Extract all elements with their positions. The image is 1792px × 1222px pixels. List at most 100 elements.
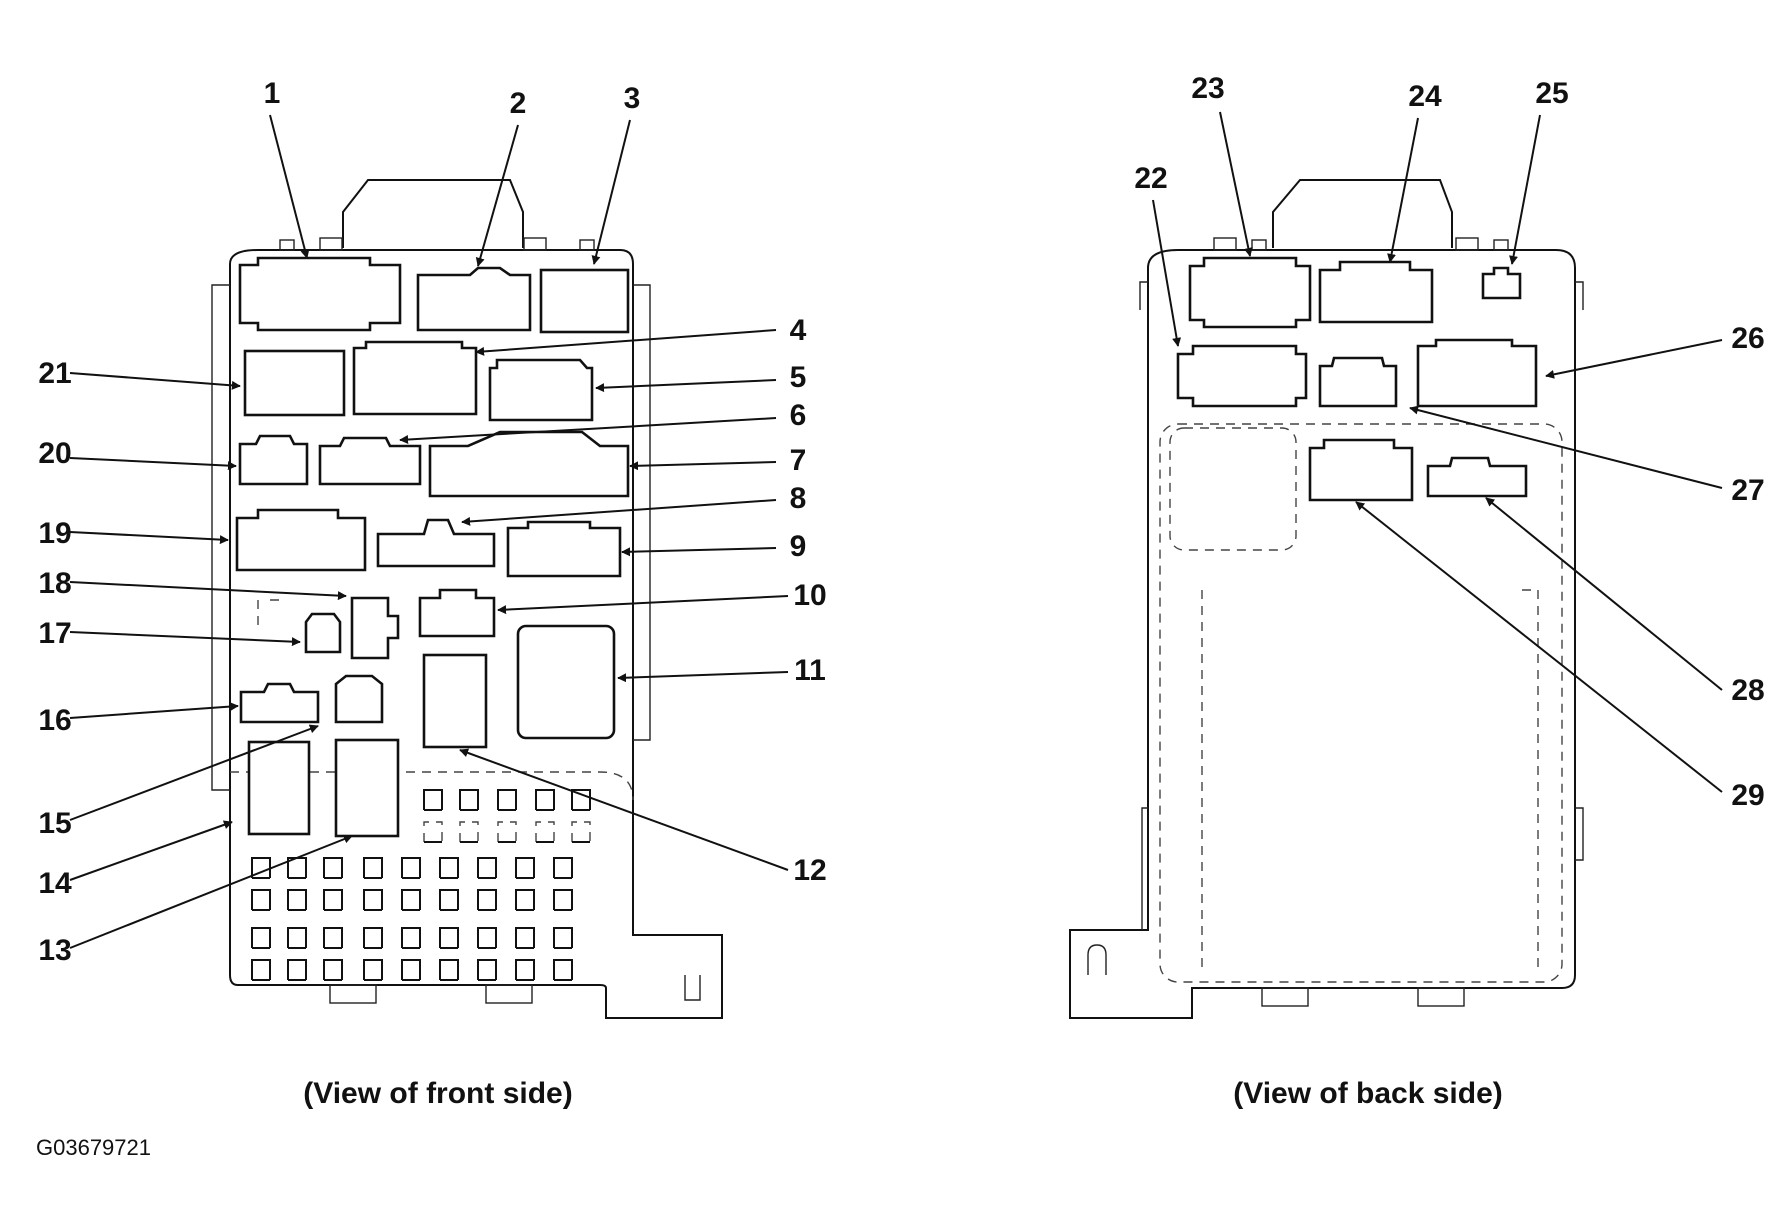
leader-arrow	[621, 547, 777, 557]
callout-16: 16	[38, 704, 71, 737]
back-bottom-clip	[1417, 987, 1465, 1007]
connector-15	[334, 674, 384, 724]
fuse-slot	[477, 857, 497, 878]
connector-18	[350, 596, 400, 660]
back-bottom-clip	[1261, 987, 1309, 1007]
front-left-rail	[211, 284, 230, 791]
relay-14	[247, 740, 311, 836]
leader-arrow	[269, 114, 310, 259]
front-top-notch	[319, 237, 343, 251]
front-bottom-clip	[329, 984, 377, 1004]
front-right-rail	[633, 284, 651, 741]
connector-1	[238, 256, 402, 332]
connector-16	[239, 682, 320, 724]
leader-arrow	[69, 702, 239, 719]
back-right-lower-rail	[1575, 807, 1584, 861]
callout-25: 25	[1535, 77, 1568, 110]
callout-21: 21	[38, 357, 71, 390]
back-view-caption: (View of back side)	[1233, 1077, 1503, 1110]
connector-6	[318, 436, 422, 486]
callout-1: 1	[264, 77, 281, 110]
fuse-slot	[439, 889, 459, 910]
fuse-slot	[363, 889, 383, 910]
leader-arrow	[69, 834, 353, 949]
fuse-slot	[459, 789, 479, 810]
back-inner-panel	[1159, 423, 1563, 983]
relay-13	[334, 738, 400, 838]
leader-arrow	[459, 748, 789, 871]
back-inner-guide	[1201, 589, 1539, 970]
fuse-slot	[323, 927, 343, 948]
back-left-lower-rail	[1141, 807, 1148, 930]
connector-21	[243, 349, 346, 417]
front-fuse-grid	[251, 789, 591, 981]
fuse-slot	[459, 821, 479, 842]
callout-17: 17	[38, 617, 71, 650]
connector-10	[418, 588, 496, 638]
leader-arrow	[69, 631, 301, 647]
callout-8: 8	[790, 482, 807, 515]
fuse-slot	[515, 927, 535, 948]
leader-arrow	[475, 124, 519, 267]
leader-arrow	[595, 379, 777, 393]
back-top-notch	[1493, 239, 1509, 251]
connector-22	[1176, 344, 1308, 408]
fuse-slot	[553, 959, 573, 980]
front-bracket-slot	[684, 975, 701, 1001]
back-top-notch	[1251, 239, 1267, 251]
fuse-slot	[553, 889, 573, 910]
fuse-slot	[401, 927, 421, 948]
callout-19: 19	[38, 517, 71, 550]
leader-arrow	[69, 581, 347, 601]
leader-arrow	[69, 724, 319, 821]
leader-lines	[69, 111, 1723, 949]
callout-4: 4	[790, 314, 807, 347]
connector-19	[235, 508, 367, 572]
fuse-slot	[401, 857, 421, 878]
callout-2: 2	[510, 87, 527, 120]
fuse-slot	[287, 889, 307, 910]
leader-arrow	[1409, 405, 1723, 489]
callout-15: 15	[38, 807, 71, 840]
leader-arrow	[69, 372, 241, 390]
leader-arrow	[1485, 497, 1723, 691]
callout-labels: 1 2 3 4 5 6 7 8 9 10 11 12 13 14 15 16 1…	[38, 72, 1764, 967]
front-top-notch	[579, 239, 595, 251]
fuse-slot	[515, 857, 535, 878]
leader-arrow	[399, 417, 777, 445]
front-side-view	[211, 179, 723, 1019]
callout-9: 9	[790, 530, 807, 563]
front-top-notch	[523, 237, 547, 251]
connector-25	[1481, 266, 1522, 300]
fuse-slot	[363, 927, 383, 948]
front-view-caption: (View of front side)	[303, 1077, 572, 1110]
back-inner-pocket	[1169, 427, 1297, 551]
connector-20	[238, 434, 309, 486]
fuse-slot	[401, 959, 421, 980]
relay-11	[516, 624, 616, 740]
leader-arrow	[69, 820, 233, 881]
leader-arrow	[1387, 117, 1419, 263]
callout-22: 22	[1134, 162, 1167, 195]
fuse-slot	[251, 927, 271, 948]
connector-2	[416, 266, 532, 332]
fuse-slot	[363, 959, 383, 980]
back-bracket-slot	[1087, 944, 1107, 975]
callout-20: 20	[38, 437, 71, 470]
fuse-slot	[477, 959, 497, 980]
fuse-slot	[571, 821, 591, 842]
leader-arrow	[1219, 111, 1253, 257]
fuse-slot	[553, 857, 573, 878]
back-side-view	[1069, 179, 1584, 1019]
front-housing-outline	[229, 249, 723, 1019]
connector-4	[352, 340, 478, 416]
back-top-notch	[1455, 237, 1479, 251]
fuse-slot	[287, 959, 307, 980]
front-inner-detail	[257, 599, 280, 630]
connector-23	[1188, 256, 1312, 329]
fuse-slot	[515, 889, 535, 910]
connector-17	[304, 612, 342, 654]
callout-27: 27	[1731, 474, 1764, 507]
back-top-notch	[1213, 237, 1237, 251]
connector-24	[1318, 260, 1434, 324]
